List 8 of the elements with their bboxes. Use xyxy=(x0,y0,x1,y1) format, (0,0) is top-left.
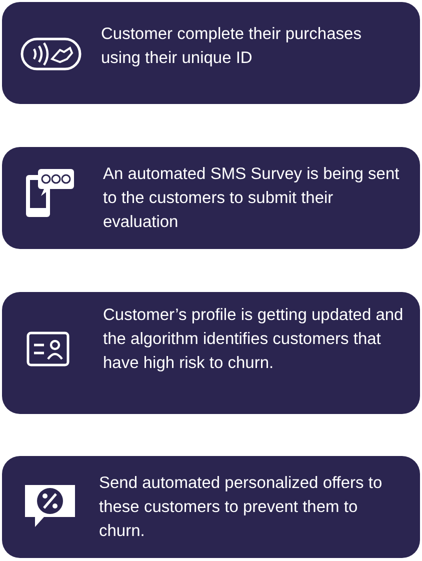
step-card xyxy=(2,456,420,558)
step-text: Send automated personalized offers to these customers to prevent them to churn. xyxy=(99,473,384,542)
step-text: An automated SMS Survey is being sent to the customers to submit their evaluation xyxy=(103,164,400,233)
step-text: Customer complete their purchases using their unique ID xyxy=(101,24,362,69)
step-card xyxy=(2,292,420,414)
step-card xyxy=(2,147,420,249)
step-text: Customer’s profile is getting updated and the algorithm identifies customers that have high risk to churn. xyxy=(103,305,404,374)
step-card xyxy=(2,2,420,104)
